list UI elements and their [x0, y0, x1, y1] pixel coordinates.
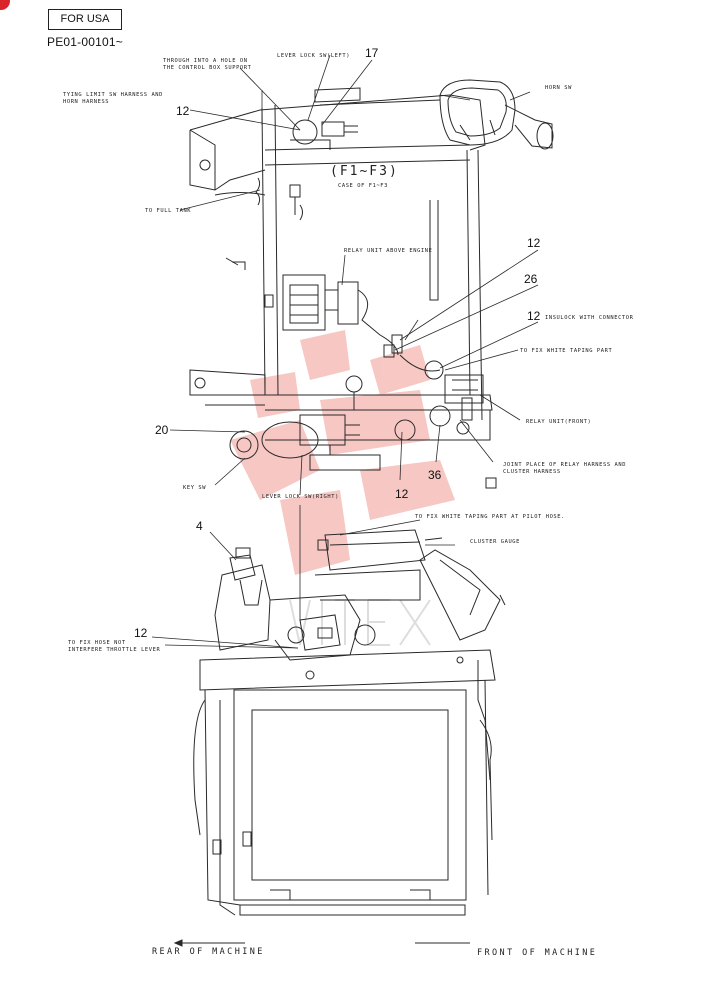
callout-12-top: 12	[176, 104, 190, 118]
fuel-tank-harness	[214, 177, 303, 221]
front-of-machine-label: FRONT OF MACHINE	[477, 948, 598, 958]
rear-arrow	[173, 939, 245, 947]
leader-lines	[151, 54, 539, 649]
callout-12-bottom-mid: 12	[395, 487, 409, 501]
callout-4: 4	[196, 519, 203, 533]
callout-12-lower: 12	[134, 626, 148, 640]
callout-12-relay: 12	[527, 236, 541, 250]
lever-lock-left-connector	[290, 119, 358, 150]
note-lever-lock-right: LEVER LOCK SW(RIGHT)	[262, 494, 339, 500]
note-through-hole: THROUGH INTO A HOLE ON THE CONTROL BOX S…	[163, 58, 252, 71]
fuse-case-label: (F1~F3)	[330, 164, 399, 179]
joystick-horn-assembly	[439, 79, 554, 150]
watermark-text	[289, 599, 431, 646]
callout-17: 17	[365, 46, 379, 60]
note-tying-limit: TYING LIMIT SW HARNESS AND HORN HARNESS	[63, 92, 163, 105]
note-white-taping: TO FIX WHITE TAPING PART	[520, 348, 613, 354]
callout-26: 26	[524, 272, 538, 286]
note-case-f1-f3: CASE OF F1~F3	[338, 183, 388, 189]
note-relay-front: RELAY UNIT(FRONT)	[526, 419, 592, 425]
note-horn-sw: HORN SW	[545, 85, 572, 91]
key-switch-assembly	[229, 414, 381, 471]
note-cluster-gauge: CLUSTER GAUGE	[470, 539, 520, 545]
note-joint-place: JOINT PLACE OF RELAY HARNESS AND CLUSTER…	[503, 462, 627, 475]
note-key-sw: KEY SW	[183, 485, 207, 491]
region-box-label: FOR USA	[48, 9, 122, 30]
cluster-gauge	[314, 529, 506, 641]
lower-chassis-frame	[193, 649, 496, 916]
callout-12-insulock: 12	[527, 309, 541, 323]
note-white-taping-pilot: TO FIX WHITE TAPING PART AT PILOT HOSE.	[415, 514, 565, 520]
relay-unit-above-engine	[264, 274, 399, 356]
callout-20: 20	[155, 423, 169, 437]
corner-marker	[0, 0, 10, 10]
watermark-logo	[230, 330, 455, 575]
middle-frame	[189, 257, 493, 441]
callout-36: 36	[428, 468, 442, 482]
note-relay-above-engine: RELAY UNIT ABOVE ENGINE	[344, 248, 433, 254]
upper-control-frame	[189, 87, 486, 421]
note-fuel-tank: TO FULL TANK	[145, 208, 192, 214]
note-lever-lock-left: LEVER LOCK SW(LEFT)	[277, 53, 351, 59]
note-fix-hose: TO FIX HOSE NOT INTERFERE THROTTLE LEVER	[68, 640, 161, 653]
rear-of-machine-label: REAR OF MACHINE	[152, 947, 265, 957]
serial-range-label: PE01-00101~	[47, 35, 123, 49]
note-insulock: INSULOCK WITH CONNECTOR	[545, 315, 634, 321]
